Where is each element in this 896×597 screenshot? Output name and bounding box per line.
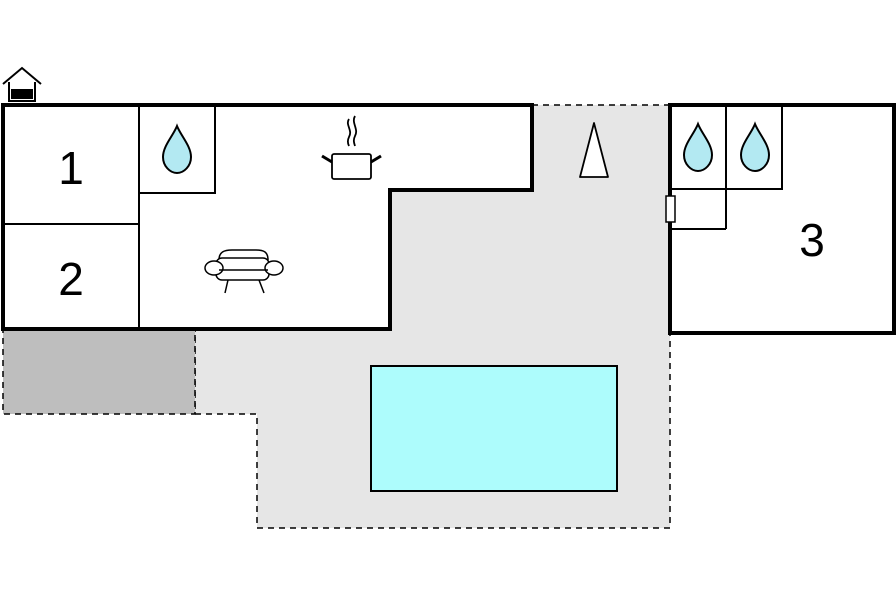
water-drop-icon (739, 121, 771, 173)
house-floor-icon (2, 66, 42, 102)
door-icon (665, 195, 676, 223)
sofa-icon (204, 249, 284, 294)
main-house-wall (1, 103, 534, 331)
cooking-pot-icon (321, 115, 382, 180)
water-drop-icon (161, 123, 193, 175)
covered-area (2, 328, 196, 415)
room-number-1: 1 (58, 142, 84, 194)
room-number-2: 2 (58, 253, 84, 305)
bathroom-wall (139, 105, 216, 194)
water-drop-icon (682, 121, 714, 173)
room-number-3: 3 (799, 214, 825, 266)
swimming-pool (370, 365, 618, 492)
annex-bathroom-wall (670, 105, 783, 190)
parasol-icon (579, 122, 609, 178)
